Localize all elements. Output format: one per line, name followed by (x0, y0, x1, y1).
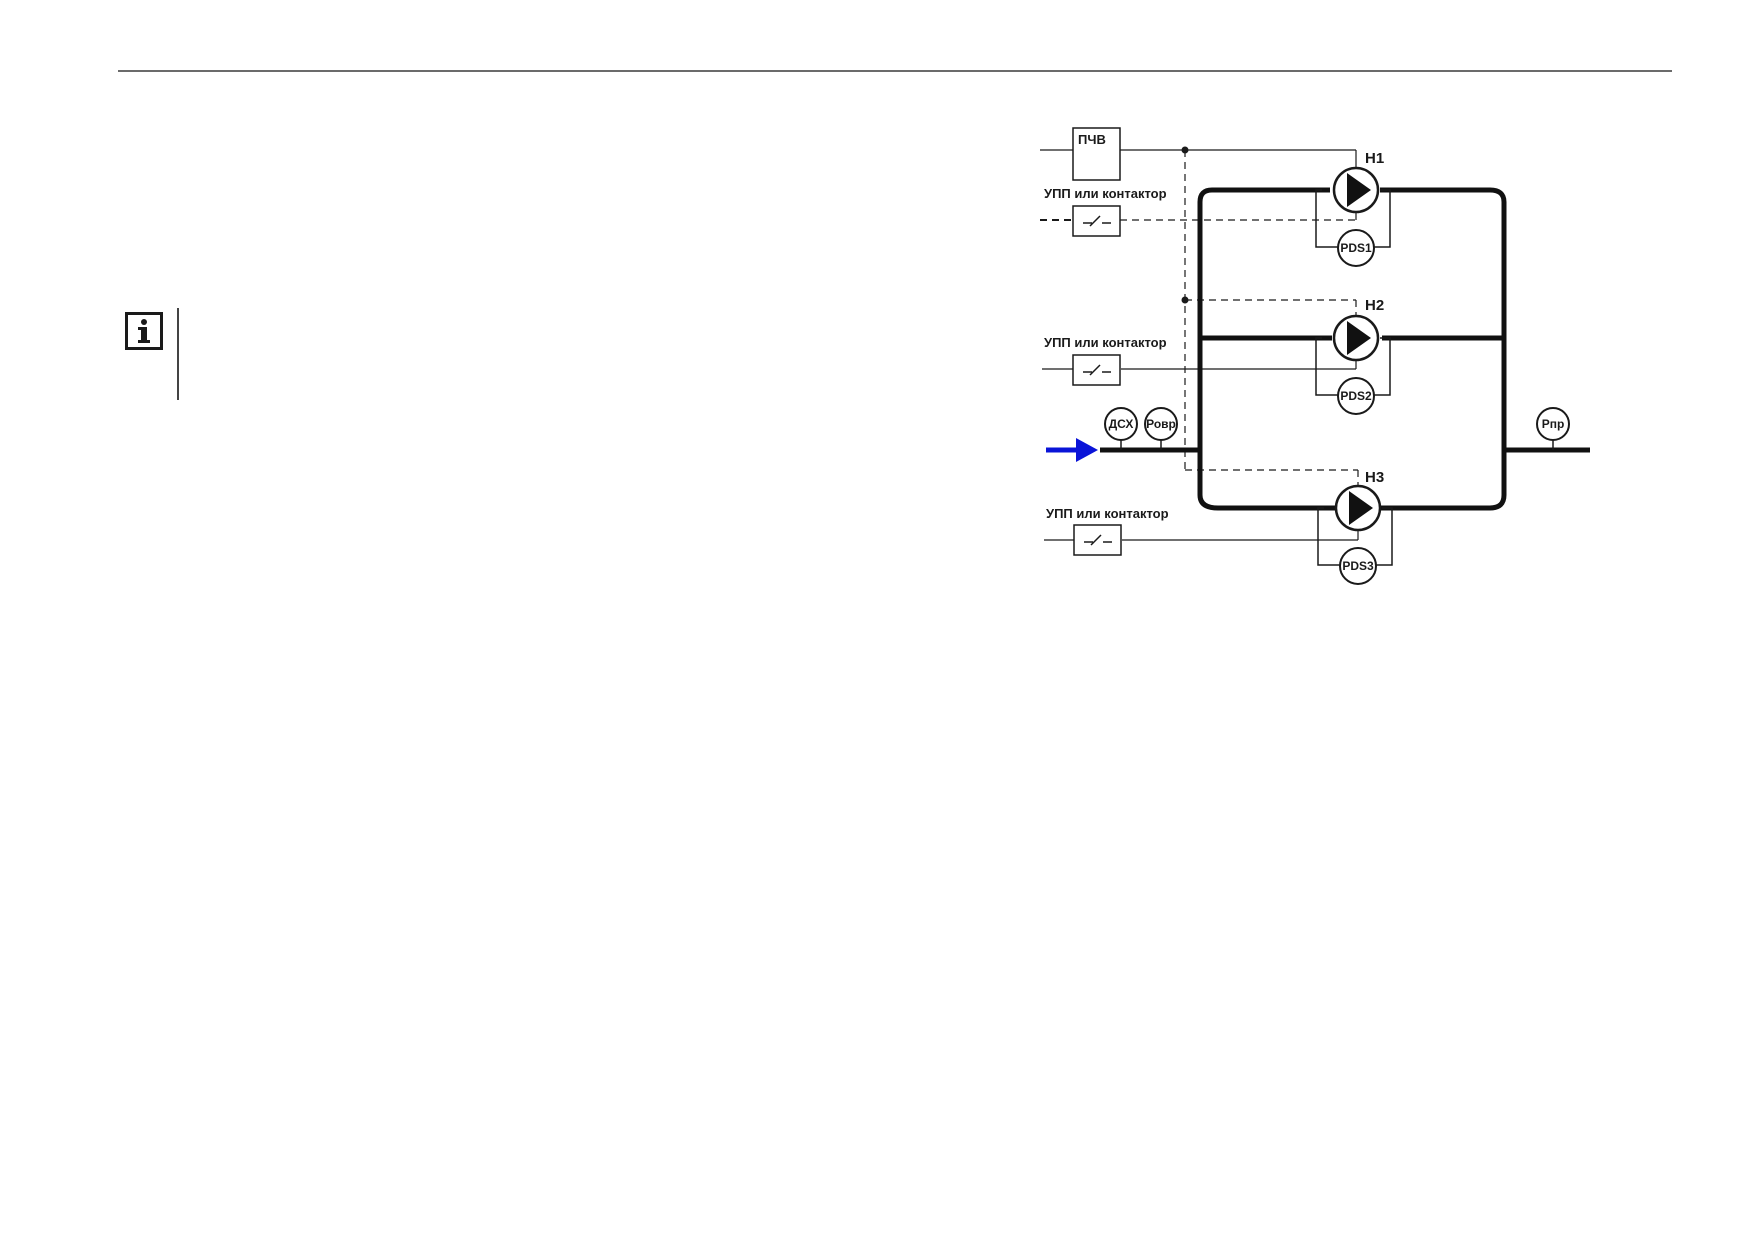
sensor-dsx: ДСХ (1104, 407, 1138, 450)
pump-station-diagram: ПЧВ УПП или контактор УПП или контактор … (1040, 127, 1590, 585)
pds-label: PDS3 (1342, 559, 1374, 573)
switch-icon (1084, 534, 1112, 546)
inverter-label: ПЧВ (1078, 132, 1106, 147)
softstarter-box (1072, 205, 1121, 237)
pds-label: PDS2 (1340, 389, 1372, 403)
sensor-p-return: Ровр (1144, 407, 1178, 450)
softstarter-box (1073, 524, 1122, 556)
pump-label: Н2 (1365, 297, 1384, 314)
pipework (1100, 187, 1590, 511)
pump-label: Н1 (1365, 150, 1384, 167)
junction-dot (1181, 296, 1189, 304)
pump-h1: PDS1 Н1 (1315, 150, 1391, 267)
pump-label: Н3 (1365, 469, 1384, 486)
sensor-label: ДСХ (1109, 417, 1134, 431)
softstarter-label: УПП или контактор (1044, 186, 1167, 201)
switch-icon (1083, 215, 1111, 227)
softstarter-box (1072, 354, 1121, 386)
pump-h3: PDS3 Н3 (1317, 469, 1393, 585)
inverter-box (1072, 127, 1121, 181)
pds-label: PDS1 (1340, 241, 1372, 255)
junction-dot (1181, 146, 1189, 154)
flow-arrow-head (1076, 438, 1098, 462)
pump-h2: PDS2 Н2 (1315, 297, 1391, 415)
switch-icon (1083, 364, 1111, 376)
softstarter-label: УПП или контактор (1046, 506, 1169, 521)
softstarter-label: УПП или контактор (1044, 335, 1167, 350)
header-rule (118, 70, 1672, 72)
sensor-label: Ровр (1146, 417, 1176, 431)
sensor-label: Рпр (1542, 417, 1565, 431)
info-icon (125, 312, 163, 350)
sensor-p-supply: Рпр (1536, 407, 1570, 450)
note-bar (177, 308, 179, 400)
